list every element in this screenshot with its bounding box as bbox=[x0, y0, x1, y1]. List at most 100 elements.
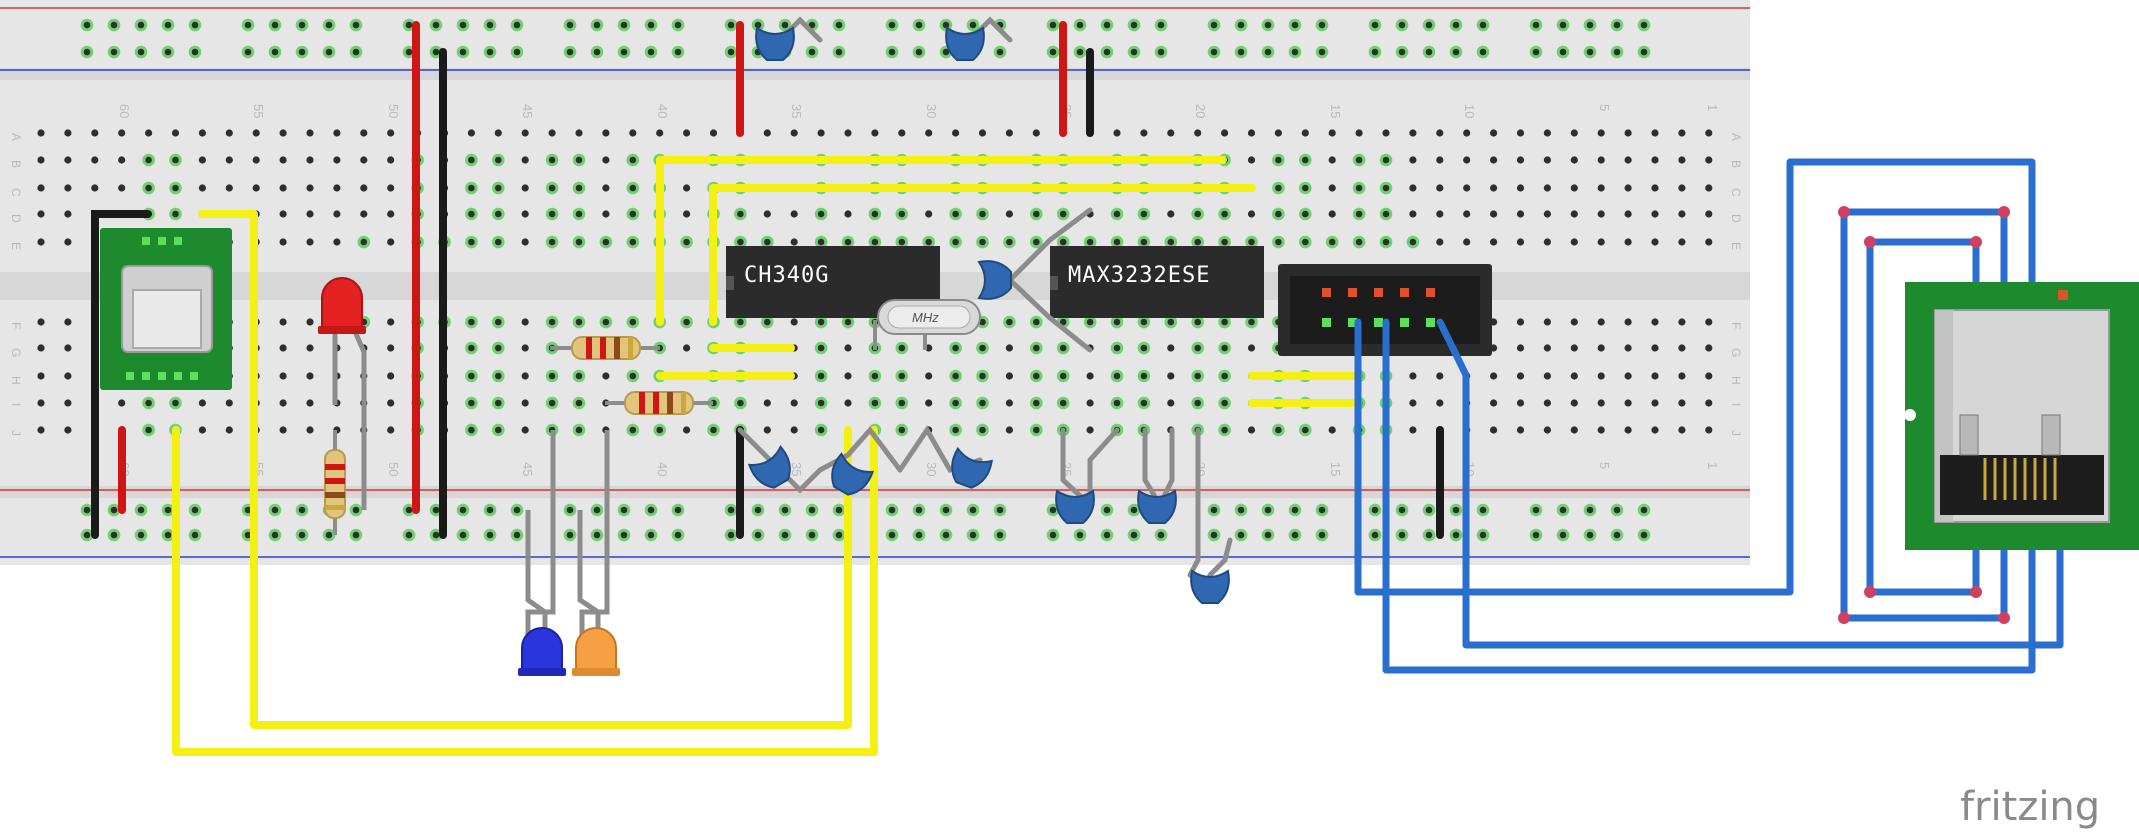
breadboard-hole bbox=[357, 235, 371, 249]
breadboard-hole bbox=[1651, 156, 1659, 164]
breadboard-hole bbox=[885, 503, 899, 517]
breadboard-hole bbox=[814, 423, 828, 437]
breadboard-hole bbox=[107, 18, 121, 32]
row-letter: A bbox=[9, 133, 23, 141]
breadboard-hole bbox=[1406, 235, 1420, 249]
breadboard-hole bbox=[1261, 18, 1275, 32]
breadboard-hole bbox=[1610, 503, 1624, 517]
breadboard-hole bbox=[572, 181, 586, 195]
breadboard-hole bbox=[761, 235, 774, 249]
usb-module bbox=[100, 228, 232, 390]
breadboard-hole bbox=[80, 18, 94, 32]
breadboard-hole bbox=[1516, 238, 1525, 246]
breadboard-hole bbox=[1597, 399, 1605, 407]
breadboard-hole bbox=[644, 503, 658, 517]
breadboard-hole bbox=[322, 18, 336, 32]
breadboard-hole bbox=[279, 426, 287, 434]
breadboard-hole bbox=[1556, 503, 1570, 517]
rj45-contacts bbox=[1983, 458, 2057, 500]
breadboard-hole bbox=[790, 399, 798, 407]
breadboard-hole bbox=[225, 129, 233, 137]
breadboard-hole bbox=[349, 18, 363, 32]
breadboard-hole bbox=[545, 181, 559, 195]
breadboard-hole bbox=[1110, 315, 1124, 329]
breadboard-hole bbox=[602, 156, 610, 164]
breadboard-hole bbox=[1288, 503, 1302, 517]
column-number: 45 bbox=[520, 104, 535, 118]
breadboard-hole bbox=[492, 423, 505, 437]
breadboard-hole bbox=[169, 153, 182, 167]
row-letter: I bbox=[1729, 403, 1743, 406]
breadboard-hole bbox=[976, 207, 989, 221]
breadboard-hole bbox=[832, 528, 846, 542]
breadboard-hole bbox=[563, 503, 577, 517]
breadboard-hole bbox=[465, 207, 478, 221]
breadboard-hole bbox=[1073, 528, 1087, 542]
column-number: 1 bbox=[1705, 462, 1720, 469]
breadboard-hole bbox=[37, 184, 45, 192]
breadboard-hole bbox=[1100, 45, 1114, 59]
breadboard-hole bbox=[1610, 528, 1624, 542]
breadboard-hole bbox=[169, 396, 182, 410]
breadboard-hole bbox=[37, 238, 45, 246]
breadboard-hole bbox=[322, 528, 336, 542]
column-number: 50 bbox=[386, 462, 401, 476]
breadboard-hole bbox=[761, 315, 774, 329]
breadboard-hole bbox=[602, 210, 610, 218]
breadboard-hole bbox=[1218, 315, 1231, 329]
breadboard-hole bbox=[465, 235, 478, 249]
breadboard-hole bbox=[1556, 45, 1570, 59]
breadboard-hole bbox=[1516, 344, 1525, 352]
breadboard-hole bbox=[306, 399, 314, 407]
breadboard-hole bbox=[1543, 344, 1551, 352]
breadboard-hole bbox=[1110, 369, 1124, 383]
breadboard-hole bbox=[118, 184, 126, 192]
breadboard-hole bbox=[925, 129, 933, 137]
wire-yellow-usb-tx bbox=[172, 426, 878, 756]
breadboard-hole bbox=[763, 210, 771, 218]
breadboard-hole bbox=[1436, 210, 1444, 218]
breadboard-hole bbox=[644, 45, 658, 59]
breadboard-hole bbox=[1005, 372, 1014, 380]
breadboard-hole bbox=[763, 426, 771, 434]
breadboard-hole bbox=[871, 129, 879, 137]
breadboard-hole bbox=[169, 181, 182, 195]
breadboard-hole bbox=[306, 129, 314, 137]
breadboard-hole bbox=[225, 426, 233, 434]
breadboard-hole bbox=[1299, 235, 1312, 249]
column-number: 20 bbox=[1193, 104, 1208, 118]
usb-module-pads bbox=[126, 237, 198, 380]
breadboard-hole bbox=[966, 503, 980, 517]
breadboard-hole bbox=[1705, 238, 1713, 246]
breadboard-hole bbox=[188, 45, 202, 59]
resistor-vertical bbox=[324, 430, 346, 535]
usb-connector-opening bbox=[132, 289, 202, 349]
blue-wires bbox=[1354, 158, 2064, 674]
breadboard-hole bbox=[1328, 210, 1336, 218]
breadboard-hole bbox=[225, 184, 233, 192]
wire-black-usb-gnd bbox=[91, 210, 152, 539]
breadboard-hole bbox=[966, 18, 980, 32]
breadboard-hole bbox=[279, 399, 287, 407]
breadboard-hole bbox=[134, 18, 148, 32]
breadboard-hole bbox=[1436, 399, 1444, 407]
breadboard-hole bbox=[465, 315, 478, 329]
led-blue bbox=[518, 430, 566, 676]
breadboard-hole bbox=[572, 396, 586, 410]
breadboard-hole bbox=[1046, 18, 1060, 32]
breadboard-hole bbox=[1651, 426, 1659, 434]
breadboard-hole bbox=[333, 210, 341, 218]
breadboard-hole bbox=[1543, 156, 1551, 164]
breadboard-hole bbox=[1678, 426, 1686, 434]
breadboard-hole bbox=[1274, 129, 1282, 137]
breadboard-hole bbox=[778, 18, 792, 32]
breadboard-hole bbox=[653, 423, 667, 437]
breadboard-hole bbox=[1476, 18, 1490, 32]
wire-blue-2 bbox=[1382, 318, 2036, 674]
breadboard-hole bbox=[198, 156, 206, 164]
breadboard-hole bbox=[37, 129, 45, 137]
resistor-horizontal-1 bbox=[550, 336, 660, 360]
breadboard-hole bbox=[1110, 207, 1124, 221]
breadboard-hole bbox=[1328, 156, 1336, 164]
led-orange-body bbox=[575, 627, 617, 673]
